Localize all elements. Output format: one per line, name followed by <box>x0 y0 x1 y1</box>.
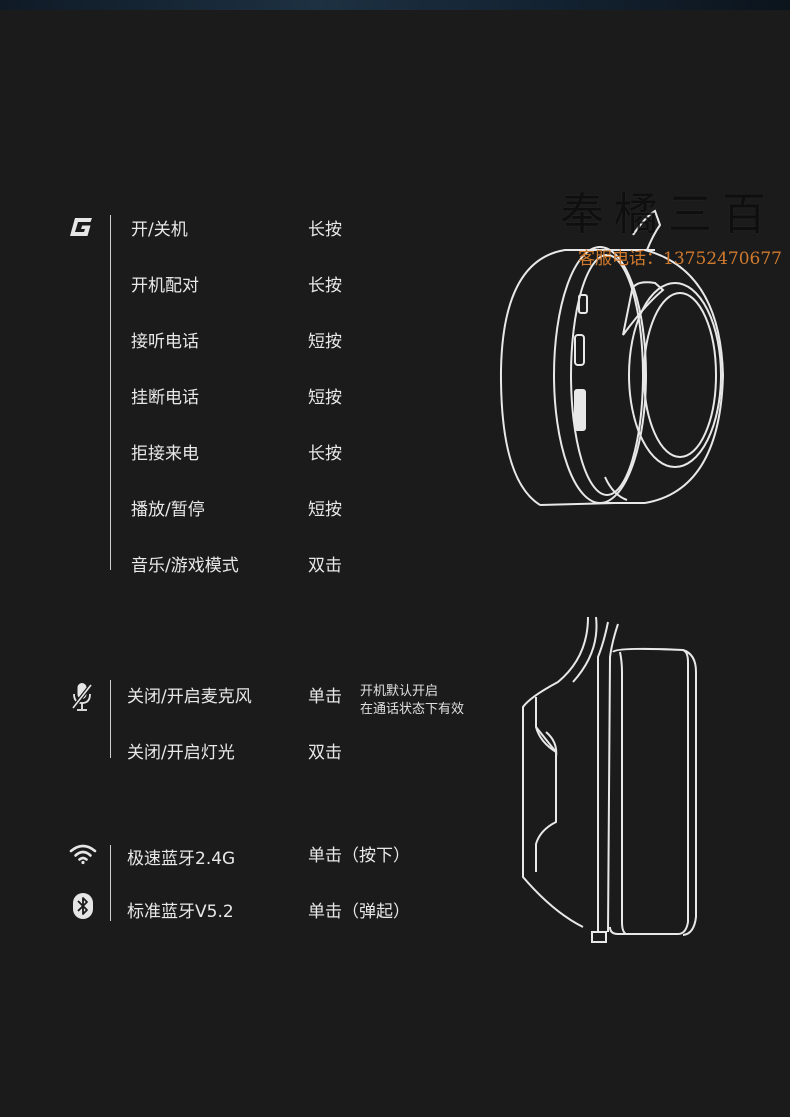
action-mode-switch: 双击 <box>308 556 342 576</box>
action-answer-call: 短按 <box>308 332 342 352</box>
section1-divider <box>110 215 111 570</box>
note-mic-line2: 在通话状态下有效 <box>360 702 465 717</box>
top-banner-strip <box>0 0 790 10</box>
label-pairing: 开机配对 <box>131 276 199 296</box>
action-wireless-24g: 单击（按下） <box>308 846 410 866</box>
mic-off-icon <box>71 683 93 711</box>
watermark-phone: 客服电话：13752470677 <box>578 249 782 269</box>
note-mic-line1: 开机默认开启 <box>360 684 439 699</box>
action-bluetooth-52: 单击（弹起） <box>308 902 410 922</box>
section3-divider <box>110 845 111 921</box>
label-power: 开/关机 <box>131 220 188 240</box>
wifi-icon <box>69 844 97 865</box>
label-bluetooth-52: 标准蓝牙V5.2 <box>127 902 234 922</box>
action-mic-toggle: 单击 <box>308 687 342 707</box>
label-reject-call: 拒接来电 <box>131 444 199 464</box>
headphone-earcup-outer-drawing <box>499 209 725 506</box>
label-wireless-24g: 极速蓝牙2.4G <box>127 849 236 869</box>
action-light-toggle: 双击 <box>308 743 342 763</box>
label-play-pause: 播放/暂停 <box>131 500 205 520</box>
action-power: 长按 <box>308 220 342 240</box>
action-reject-call: 长按 <box>308 444 342 464</box>
label-mic-toggle: 关闭/开启麦克风 <box>127 687 252 707</box>
label-hang-up: 挂断电话 <box>131 388 199 408</box>
action-pairing: 长按 <box>308 276 342 296</box>
section2-divider <box>110 680 111 758</box>
action-hang-up: 短按 <box>308 388 342 408</box>
label-answer-call: 接听电话 <box>131 332 199 352</box>
g-logo-icon <box>70 218 92 236</box>
label-mode-switch: 音乐/游戏模式 <box>131 556 239 576</box>
bluetooth-icon <box>73 893 93 919</box>
headphone-side-view-drawing <box>522 616 697 943</box>
watermark-brand: 奉橘三百 <box>560 189 776 240</box>
label-light-toggle: 关闭/开启灯光 <box>127 743 235 763</box>
action-play-pause: 短按 <box>308 500 342 520</box>
